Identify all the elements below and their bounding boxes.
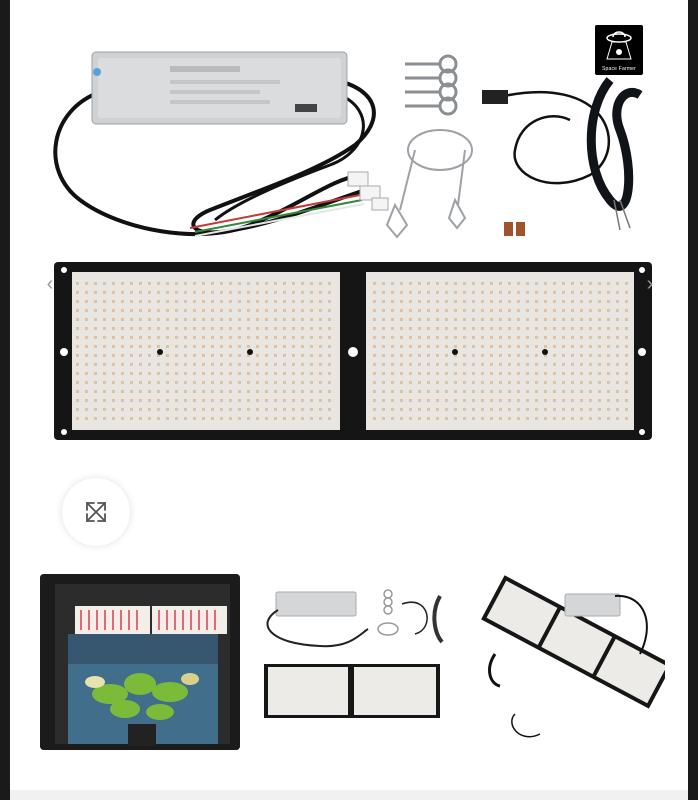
main-product-image[interactable]: ‹ › <box>10 0 688 470</box>
brand-name: Space Farmer <box>601 66 637 72</box>
product-illustration <box>53 51 652 440</box>
gallery-next-button[interactable]: › <box>640 272 660 296</box>
thumbnail-triple-panel-kit[interactable] <box>465 574 665 750</box>
expand-icon <box>86 502 106 522</box>
gallery-prev-button[interactable]: ‹ <box>40 272 60 296</box>
ufo-icon <box>606 31 632 60</box>
triple-panel-kit-photo <box>465 574 665 750</box>
chevron-left-icon: ‹ <box>46 273 54 295</box>
chevron-right-icon: › <box>646 273 654 295</box>
grow-tent-photo <box>40 574 240 750</box>
expand-image-button[interactable] <box>62 478 130 546</box>
kit-contents-photo <box>250 574 450 750</box>
thumbnail-grow-tent[interactable] <box>40 574 240 750</box>
thumbnail-kit-contents[interactable] <box>250 574 450 750</box>
product-page: ‹ › Space Farmer <box>10 0 688 800</box>
brand-logo: Space Farmer <box>595 25 643 75</box>
bottom-bar <box>10 790 688 800</box>
